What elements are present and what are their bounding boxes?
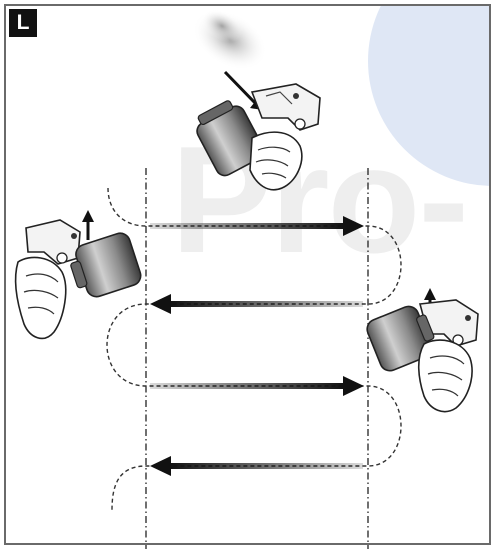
panel-label: L	[9, 9, 37, 37]
spray-gun-icon-right	[366, 288, 479, 413]
pass-arrow-2	[150, 294, 363, 314]
spray-gun-icon-top	[193, 9, 321, 191]
spray-path	[106, 187, 402, 511]
pass-arrow-3	[150, 376, 364, 396]
pass-arrow-1	[150, 216, 364, 236]
spray-gun-icon-left	[14, 210, 142, 340]
pass-arrow-4	[150, 456, 363, 476]
